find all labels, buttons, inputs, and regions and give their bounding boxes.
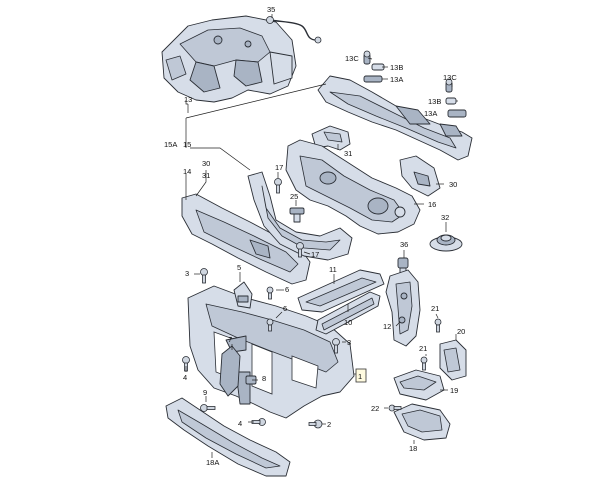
- callout-30-left: 30: [202, 159, 210, 168]
- cable-part-35: [266, 16, 322, 44]
- air-guide-part-18a: [165, 397, 291, 477]
- callout-13b-left: 13B: [390, 63, 403, 72]
- callout-3-left: 3: [185, 269, 189, 278]
- callout-13c-left: 13C: [345, 54, 359, 63]
- bolt-3-left: [200, 268, 208, 284]
- callout-2: 2: [327, 420, 331, 429]
- callout-25: 25: [290, 192, 298, 201]
- callout-35: 35: [267, 5, 275, 14]
- clip-parts-13abc-left: [363, 50, 385, 83]
- crossmember-part-14: [181, 193, 311, 285]
- callout-10: 10: [344, 318, 352, 327]
- callout-11: 11: [329, 265, 337, 274]
- callout-1: 1: [358, 372, 362, 381]
- bolt-9: [200, 404, 216, 412]
- bolt-3-right: [332, 338, 340, 354]
- callout-19: 19: [450, 386, 458, 395]
- callout-16: 16: [428, 200, 436, 209]
- bolt-4-lower: [251, 418, 266, 426]
- callout-6-lower: 6: [283, 304, 287, 313]
- callout-31: 31: [344, 149, 352, 158]
- callout-13a-right: 13A: [424, 109, 437, 118]
- callout-13a-left: 13A: [390, 75, 403, 84]
- callout-21-upper: 21: [431, 304, 439, 313]
- callout-9: 9: [203, 388, 207, 397]
- callout-8: 8: [262, 374, 266, 383]
- callout-17-lower: 17: [311, 250, 319, 259]
- bolt-17-upper: [274, 178, 282, 194]
- callout-36: 36: [400, 240, 408, 249]
- clip-part-25: [289, 207, 305, 223]
- callout-15a: 15A: [164, 140, 177, 149]
- reinforcement-part-10: [315, 291, 381, 335]
- callout-3-right: 3: [347, 338, 351, 347]
- callout-13b-right: 13B: [428, 97, 441, 106]
- grommet-part-32: [429, 234, 463, 252]
- callout-12: 12: [383, 322, 391, 331]
- bracket-part-19: [393, 369, 445, 401]
- callout-22: 22: [371, 404, 379, 413]
- callout-labels: 35 13C 13B 13A 13C 13B 13A 13 15A 15 31 …: [164, 5, 465, 467]
- callout-4-left: 4: [183, 373, 187, 382]
- bolt-22: [388, 404, 402, 412]
- callout-5: 5: [237, 263, 241, 272]
- callout-4-lower: 4: [238, 419, 242, 428]
- callout-21-lower: 21: [419, 344, 427, 353]
- callout-18: 18: [409, 444, 417, 453]
- callout-31-left: 31: [202, 171, 210, 180]
- callout-32: 32: [441, 213, 449, 222]
- callout-30-right: 30: [449, 180, 457, 189]
- callout-18a: 18A: [206, 458, 219, 467]
- callout-6-upper: 6: [285, 285, 289, 294]
- callout-14: 14: [183, 167, 191, 176]
- callout-1-box: [355, 368, 367, 383]
- plenum-panel-part: [317, 75, 473, 161]
- bracket-part-30: [399, 155, 441, 197]
- screw-2: [308, 419, 323, 429]
- bulkhead-insulation-part-16: [285, 139, 421, 235]
- clip-parts-13abc-right: [445, 78, 467, 118]
- bracket-part-5: [233, 281, 253, 309]
- bracket-part-20: [439, 339, 467, 381]
- bolt-21-lower: [420, 356, 428, 371]
- bracket-part-18: [393, 403, 451, 441]
- front-body-frame-part: [161, 15, 297, 103]
- callout-13: 13: [184, 95, 192, 104]
- callout-15: 15: [183, 140, 191, 149]
- callout-7: 7: [228, 335, 232, 344]
- duct-part-15: [247, 171, 353, 261]
- bolt-6-upper: [266, 286, 274, 300]
- callout-20: 20: [457, 327, 465, 336]
- callout-13c-right: 13C: [443, 73, 457, 82]
- reinforcement-part-11: [297, 269, 385, 313]
- bolt-17-lower: [296, 242, 304, 258]
- bracket-part-12: [385, 269, 421, 347]
- bolt-6-lower: [266, 318, 274, 332]
- callout-17-upper: 17: [275, 163, 283, 172]
- bolt-21-upper: [434, 318, 442, 333]
